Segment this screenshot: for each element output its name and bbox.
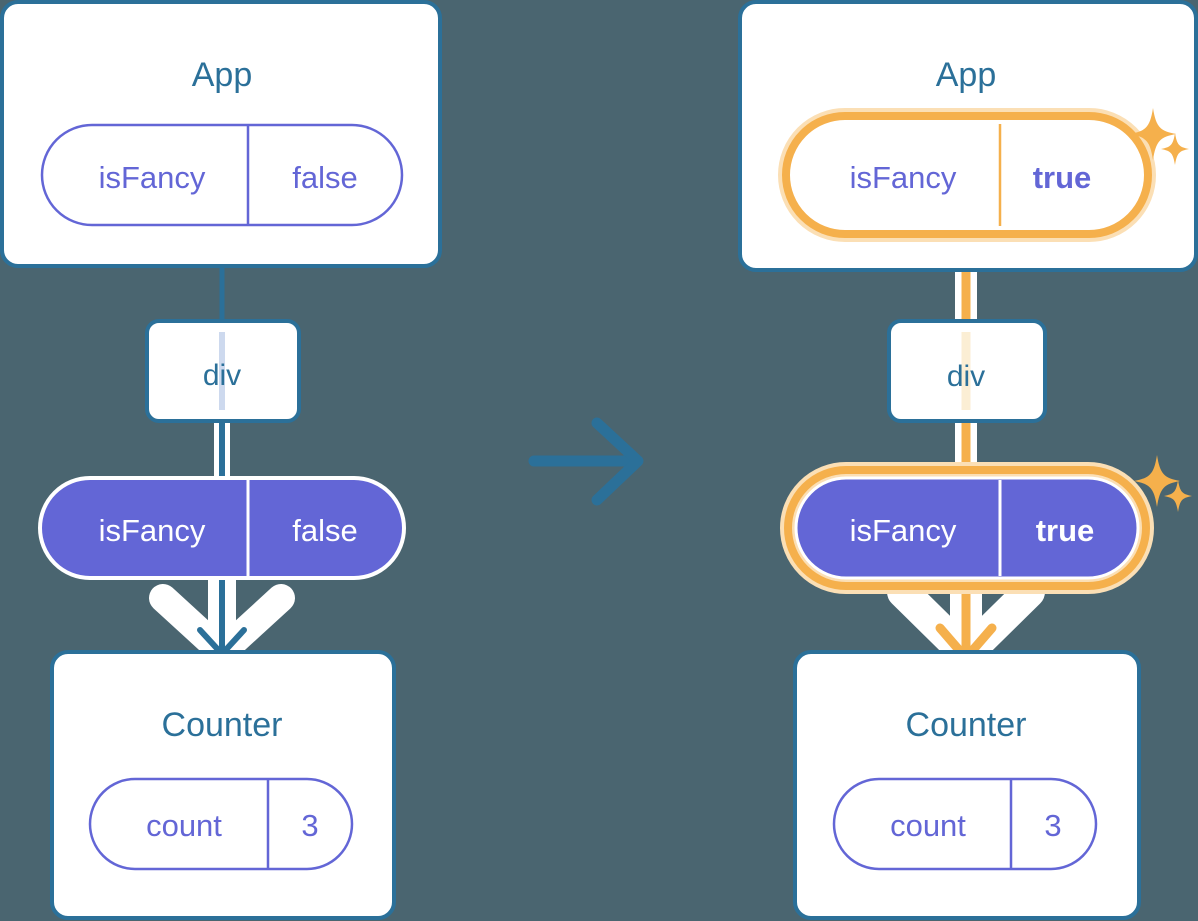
pill-highlight-ring-inner (782, 112, 1152, 238)
div-node-label-before: div (203, 359, 241, 392)
app-pill-key-before: isFancy (99, 160, 206, 195)
counter-card-after: Counter count 3 (793, 650, 1141, 920)
counter-state-pill-before: count 3 (88, 777, 354, 871)
counter-pill-key-before: count (146, 808, 222, 843)
panel-before: App isFancy false div isFancy false Coun… (0, 0, 442, 920)
counter-card-title-after: Counter (906, 706, 1027, 744)
app-pill-value-after: true (1033, 160, 1092, 195)
sparkle-large-icon (1134, 455, 1180, 507)
sparkle-small-icon (1164, 480, 1192, 512)
panel-after: App isFancy true isFancy true (738, 0, 1198, 920)
counter-pill-value-after: 3 (1044, 808, 1061, 843)
sparkle-group-app-after (1130, 108, 1189, 165)
transition-arrow-icon (528, 417, 644, 506)
counter-card-title-before: Counter (162, 706, 283, 744)
props-pill-after: isFancy true (780, 462, 1154, 594)
sparkle-group-props-after (1134, 455, 1192, 512)
div-node-label-after: div (947, 360, 985, 393)
app-card-title-after: App (936, 56, 997, 94)
props-pill-key-before: isFancy (99, 513, 206, 548)
counter-card-before: Counter count 3 (50, 650, 396, 920)
props-pill-key-after: isFancy (850, 513, 957, 548)
sparkle-large-icon (1130, 108, 1176, 160)
props-pill-value-after: true (1036, 513, 1095, 548)
app-pill-key-after: isFancy (850, 160, 957, 195)
div-node-after: div (887, 319, 1047, 423)
app-state-pill-after: isFancy true (778, 108, 1156, 242)
sparkle-small-icon (1161, 133, 1189, 165)
app-card-title-before: App (192, 56, 253, 94)
counter-pill-value-before: 3 (301, 808, 318, 843)
props-pill-value-before: false (292, 513, 357, 548)
app-state-pill-before: isFancy false (40, 123, 404, 227)
props-pill-before: isFancy false (38, 476, 406, 580)
div-node-before: div (145, 319, 301, 423)
pill-highlight-ring-inner (784, 466, 1150, 590)
app-pill-value-before: false (292, 160, 357, 195)
counter-state-pill-after: count 3 (832, 777, 1098, 871)
counter-pill-key-after: count (890, 808, 966, 843)
